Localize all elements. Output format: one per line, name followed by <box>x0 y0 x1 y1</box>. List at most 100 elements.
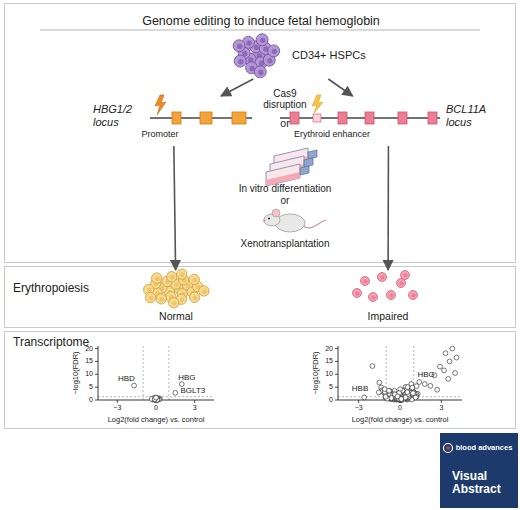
data-point <box>446 377 451 382</box>
cell-center <box>172 301 177 306</box>
cas9-bolt <box>155 95 166 115</box>
hbg-track <box>150 95 252 124</box>
cell <box>156 294 166 304</box>
title-underline <box>40 30 480 31</box>
data-point <box>405 385 410 390</box>
step-label: Cas9 disruption <box>254 88 316 110</box>
volcano-plot <box>95 346 214 403</box>
locus-label: HBG1/2 locus <box>93 103 145 128</box>
cell <box>361 277 370 286</box>
threshold-line <box>143 346 144 400</box>
axis-title: Log2(fold change) vs. control <box>352 416 449 424</box>
cell-center <box>260 38 265 43</box>
cell <box>369 293 378 302</box>
tick-label: 0 <box>89 396 93 404</box>
data-point <box>153 396 158 401</box>
mouse-body <box>275 214 305 232</box>
cell <box>268 45 280 57</box>
tick <box>95 387 98 388</box>
flow-arrow <box>221 79 253 96</box>
tick <box>335 348 338 349</box>
cell-center <box>193 296 198 301</box>
panel-band: CD34+ HSPCsHBG1/2 locusBCL11A locusGenom… <box>4 3 516 263</box>
data-point <box>400 397 405 402</box>
cell-center <box>381 276 385 280</box>
exon <box>290 112 299 124</box>
cell-center <box>412 294 416 298</box>
tick <box>95 361 98 362</box>
data-point <box>428 383 433 388</box>
data-point <box>377 380 382 385</box>
flask-cap <box>304 158 313 167</box>
cell-center <box>258 70 263 75</box>
data-point <box>453 371 458 376</box>
cell-center <box>400 282 404 286</box>
cell-center <box>237 44 242 49</box>
region-label: Promoter <box>141 129 178 139</box>
tick-label: −3 <box>355 404 363 412</box>
region-label: Erythroid enhancer <box>294 129 370 139</box>
panel-band: NormalImpairedErythropoiesis <box>4 266 516 328</box>
cell-center <box>356 292 360 296</box>
cell-center <box>149 296 154 301</box>
cell-center <box>254 45 259 50</box>
cell-center <box>147 288 152 293</box>
tick-label: 15 <box>325 358 333 366</box>
tick <box>95 400 98 401</box>
data-point <box>411 391 416 396</box>
cell <box>233 40 245 52</box>
gene-label: HBB <box>352 385 368 394</box>
cell-cluster: CD34+ HSPCs <box>226 34 366 79</box>
tick-label: 3 <box>439 404 443 412</box>
y-axis <box>98 346 99 400</box>
track-line <box>280 117 440 119</box>
mouse-nose <box>263 219 265 221</box>
cell-center <box>174 282 179 287</box>
tick <box>335 400 338 401</box>
data-point <box>413 395 418 400</box>
data-point <box>132 383 137 388</box>
flask-cap <box>300 166 309 175</box>
cell-center <box>180 272 185 277</box>
mouse-tail <box>303 220 326 228</box>
cas9-bolt <box>312 95 323 113</box>
gene-label: HBG <box>418 371 435 380</box>
data-point <box>405 390 410 395</box>
data-point <box>376 390 381 395</box>
exon <box>398 112 407 124</box>
tick <box>95 374 98 375</box>
cell-label: CD34+ HSPCs <box>292 49 366 62</box>
data-point <box>405 390 410 395</box>
data-point <box>173 390 178 395</box>
cell-center <box>170 275 175 280</box>
abstract-type: Visual Abstract <box>452 470 514 497</box>
tick-label: 10 <box>325 370 333 378</box>
cell <box>199 286 209 296</box>
cell-center <box>267 58 272 63</box>
logo-mark <box>444 444 453 453</box>
enhancer <box>313 114 321 122</box>
data-point <box>387 388 392 393</box>
panel-band: Transcriptome <box>4 331 516 429</box>
tick-label: 0 <box>398 404 402 412</box>
cell-center <box>272 49 277 54</box>
method-label: In vitro differentiation <box>239 183 332 194</box>
exon <box>365 112 374 124</box>
axis-title: −log10(FDR) <box>312 351 320 394</box>
flow-arrow <box>174 146 176 270</box>
data-point <box>438 364 443 369</box>
journal-logo <box>440 433 518 508</box>
cell-center <box>404 274 408 278</box>
gene-label: HBD <box>118 374 135 383</box>
mouse <box>263 209 326 232</box>
cell-center <box>390 294 394 298</box>
data-point <box>389 396 394 401</box>
logo-mark <box>446 446 450 450</box>
tick-label: 5 <box>329 383 333 391</box>
data-point <box>370 364 375 369</box>
data-point <box>454 355 459 360</box>
cell-center <box>202 289 207 294</box>
culture-flasks <box>266 148 317 186</box>
